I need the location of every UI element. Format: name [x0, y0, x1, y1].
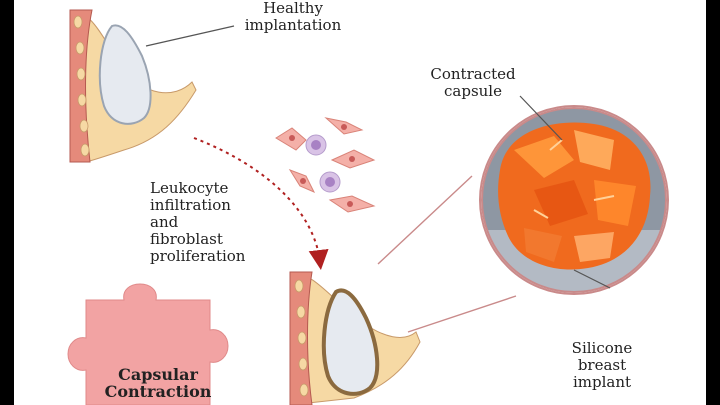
- figure-panel: Healthy implantation Contracted capsule …: [14, 0, 706, 405]
- label-leukocyte-process: Leukocyte infiltration and fibroblast pr…: [150, 179, 246, 265]
- diagram-canvas: [67, 9, 669, 405]
- healthy-breast-illustration: [69, 9, 235, 163]
- contracted-breast-illustration: [289, 175, 517, 405]
- label-capsular-contraction: Capsular Contraction: [104, 365, 212, 401]
- capsule-photo: [479, 95, 669, 295]
- label-contracted-capsule: Contracted capsule: [430, 65, 516, 100]
- label-healthy-implantation: Healthy implantation: [244, 0, 342, 34]
- label-silicone-implant: Silicone breast implant: [571, 339, 633, 391]
- cells-cluster: [275, 117, 376, 213]
- puzzle-piece-icon: [67, 283, 229, 405]
